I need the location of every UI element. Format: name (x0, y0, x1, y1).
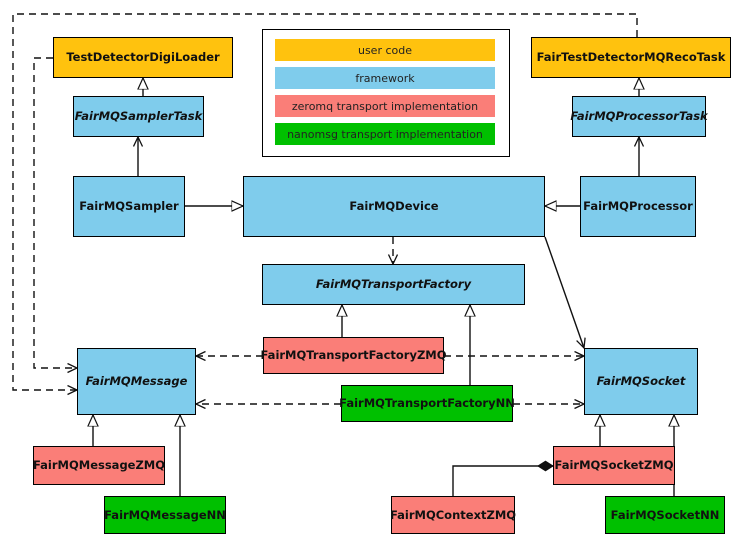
legend-label-nn: nanomsg transport implementation (287, 127, 483, 141)
legend-label-usercode: user code (357, 43, 413, 57)
class-node-fairmqtransportfactory[interactable]: FairMQTransportFactory (262, 264, 525, 305)
legend-entry-usercode: user code (275, 39, 495, 61)
legend-label-framework: framework (355, 71, 415, 85)
class-node-label: FairTestDetectorMQRecoTask (536, 50, 726, 65)
class-node-label: FairMQTransportFactoryZMQ (260, 348, 447, 363)
class-node-fairmqprocessortask[interactable]: FairMQProcessorTask (570, 96, 708, 137)
class-node-fairtestdetectormqrecotask[interactable]: FairTestDetectorMQRecoTask (531, 37, 731, 78)
class-node-fairmqtransportfactorynn[interactable]: FairMQTransportFactoryNN (339, 385, 515, 422)
legend-entry-nn: nanomsg transport implementation (275, 123, 495, 145)
class-node-label: FairMQSamplerTask (74, 109, 203, 124)
class-node-fairmqsocket[interactable]: FairMQSocket (584, 348, 698, 415)
class-node-fairmqmessagezmq[interactable]: FairMQMessageZMQ (33, 446, 165, 485)
legend-entry-framework: framework (275, 67, 495, 89)
legend-entry-zmq: zeromq transport implementation (275, 95, 495, 117)
class-node-fairmqmessage[interactable]: FairMQMessage (77, 348, 196, 415)
class-node-label: TestDetectorDigiLoader (66, 50, 220, 65)
class-node-label: FairMQTransportFactory (315, 277, 472, 292)
class-node-fairmqprocessor[interactable]: FairMQProcessor (580, 176, 696, 237)
color-legend: user code framework zeromq transport imp… (262, 29, 510, 157)
class-node-label: FairMQProcessorTask (570, 109, 708, 124)
class-node-label: FairMQSampler (79, 199, 179, 214)
class-node-fairmqsampler[interactable]: FairMQSampler (73, 176, 185, 237)
class-node-label: FairMQMessage (85, 374, 188, 389)
class-node-label: FairMQProcessor (583, 199, 693, 214)
class-node-fairmqsocketzmq[interactable]: FairMQSocketZMQ (553, 446, 675, 485)
class-node-testdetectordigiloader[interactable]: TestDetectorDigiLoader (53, 37, 233, 78)
class-node-fairmqdevice[interactable]: FairMQDevice (243, 176, 545, 237)
class-node-fairmqcontextzmq[interactable]: FairMQContextZMQ (390, 496, 516, 534)
class-node-label: FairMQTransportFactoryNN (339, 396, 515, 411)
class-node-label: FairMQSocketNN (610, 507, 720, 522)
class-node-label: FairMQMessageNN (104, 507, 226, 522)
legend-label-zmq: zeromq transport implementation (291, 99, 479, 113)
class-node-fairmqmessagenn[interactable]: FairMQMessageNN (104, 496, 226, 534)
class-node-fairmqsamplertask[interactable]: FairMQSamplerTask (73, 96, 204, 137)
class-node-label: FairMQSocketZMQ (554, 458, 674, 473)
class-node-label: FairMQMessageZMQ (32, 458, 166, 473)
class-node-fairmqtransportfactoryzmq[interactable]: FairMQTransportFactoryZMQ (261, 337, 447, 374)
class-node-fairmqsocketnn[interactable]: FairMQSocketNN (605, 496, 725, 534)
class-node-label: FairMQSocket (596, 374, 686, 389)
class-node-label: FairMQContextZMQ (389, 507, 517, 522)
class-node-label: FairMQDevice (349, 199, 439, 214)
